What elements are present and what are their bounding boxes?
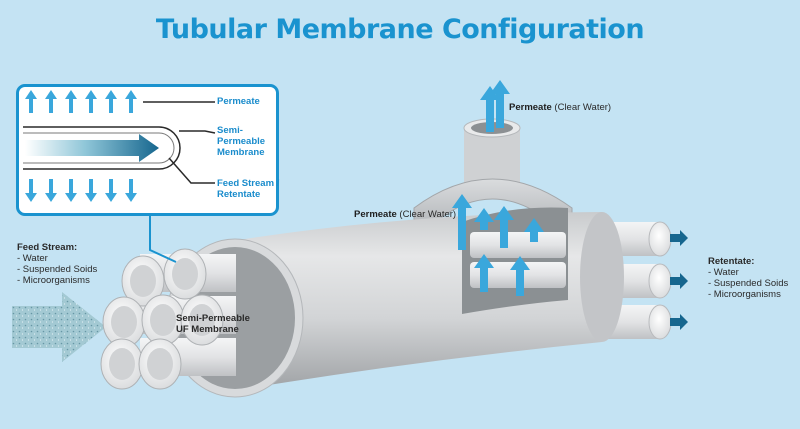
feed-stream-item: - Water xyxy=(17,253,48,264)
permeate-mid-label: Permeate (Clear Water) xyxy=(354,209,456,220)
permeate-mid-bold: Permeate xyxy=(354,209,397,220)
inset-membrane-inner xyxy=(23,132,175,164)
permeate-top-rest: (Clear Water) xyxy=(551,102,612,113)
feed-flow-arrow xyxy=(12,292,106,362)
legend-permeate-label: Permeate xyxy=(217,96,260,107)
inset-legend-art xyxy=(23,90,216,202)
uf-membrane-line2: UF Membrane xyxy=(176,324,239,335)
legend-feed-label: Feed Stream / Retentate xyxy=(217,178,279,200)
legend-membrane-line2: Permeable xyxy=(217,136,266,147)
retentate-heading: Retentate: xyxy=(708,256,755,267)
inset-permeate-arrows xyxy=(25,90,137,113)
legend-feed-line1: Feed Stream / xyxy=(217,178,280,189)
retentate-label: Retentate: - Water - Suspended Soids - M… xyxy=(708,256,788,300)
inset-feed-arrow xyxy=(25,134,159,162)
tube-bundle-front xyxy=(100,248,236,390)
cutaway-window xyxy=(462,207,568,314)
retentate-arrows xyxy=(670,230,688,330)
permeate-arrows xyxy=(452,80,544,296)
diagram-title: Tubular Membrane Configuration xyxy=(155,14,645,45)
inset-membrane-curve xyxy=(23,126,181,170)
legend-membrane-line3: Membrane xyxy=(217,147,265,158)
inset-retentate-arrows xyxy=(25,179,137,202)
legend-membrane-line1: Semi- xyxy=(217,125,243,136)
feed-stream-item: - Suspended Soids xyxy=(17,264,98,275)
inset-legend-box xyxy=(16,84,279,216)
inset-leader-line xyxy=(149,212,177,263)
legend-feed-line2: Retentate xyxy=(217,189,261,200)
legend-membrane-label: Semi- Permeable Membrane xyxy=(217,125,265,158)
feed-stream-heading: Feed Stream: xyxy=(17,242,78,253)
permeate-top-bold: Permeate xyxy=(509,102,552,113)
leader-membrane xyxy=(179,130,216,134)
retentate-item: - Suspended Soids xyxy=(708,278,789,289)
feed-stream-label: Feed Stream: - Water - Suspended Soids -… xyxy=(17,242,97,286)
permeate-mid-rest: (Clear Water) xyxy=(396,209,457,220)
retentate-item: - Microorganisms xyxy=(708,289,781,300)
permeate-top-label: Permeate (Clear Water) xyxy=(509,102,611,113)
outlet-pipe xyxy=(463,118,521,188)
uf-membrane-label: Semi-Permeable UF Membrane xyxy=(176,313,250,335)
feed-stream-item: - Microorganisms xyxy=(17,275,90,286)
retentate-item: - Water xyxy=(708,267,739,278)
uf-membrane-line1: Semi-Permeable xyxy=(176,313,250,324)
leader-feed xyxy=(168,157,215,184)
